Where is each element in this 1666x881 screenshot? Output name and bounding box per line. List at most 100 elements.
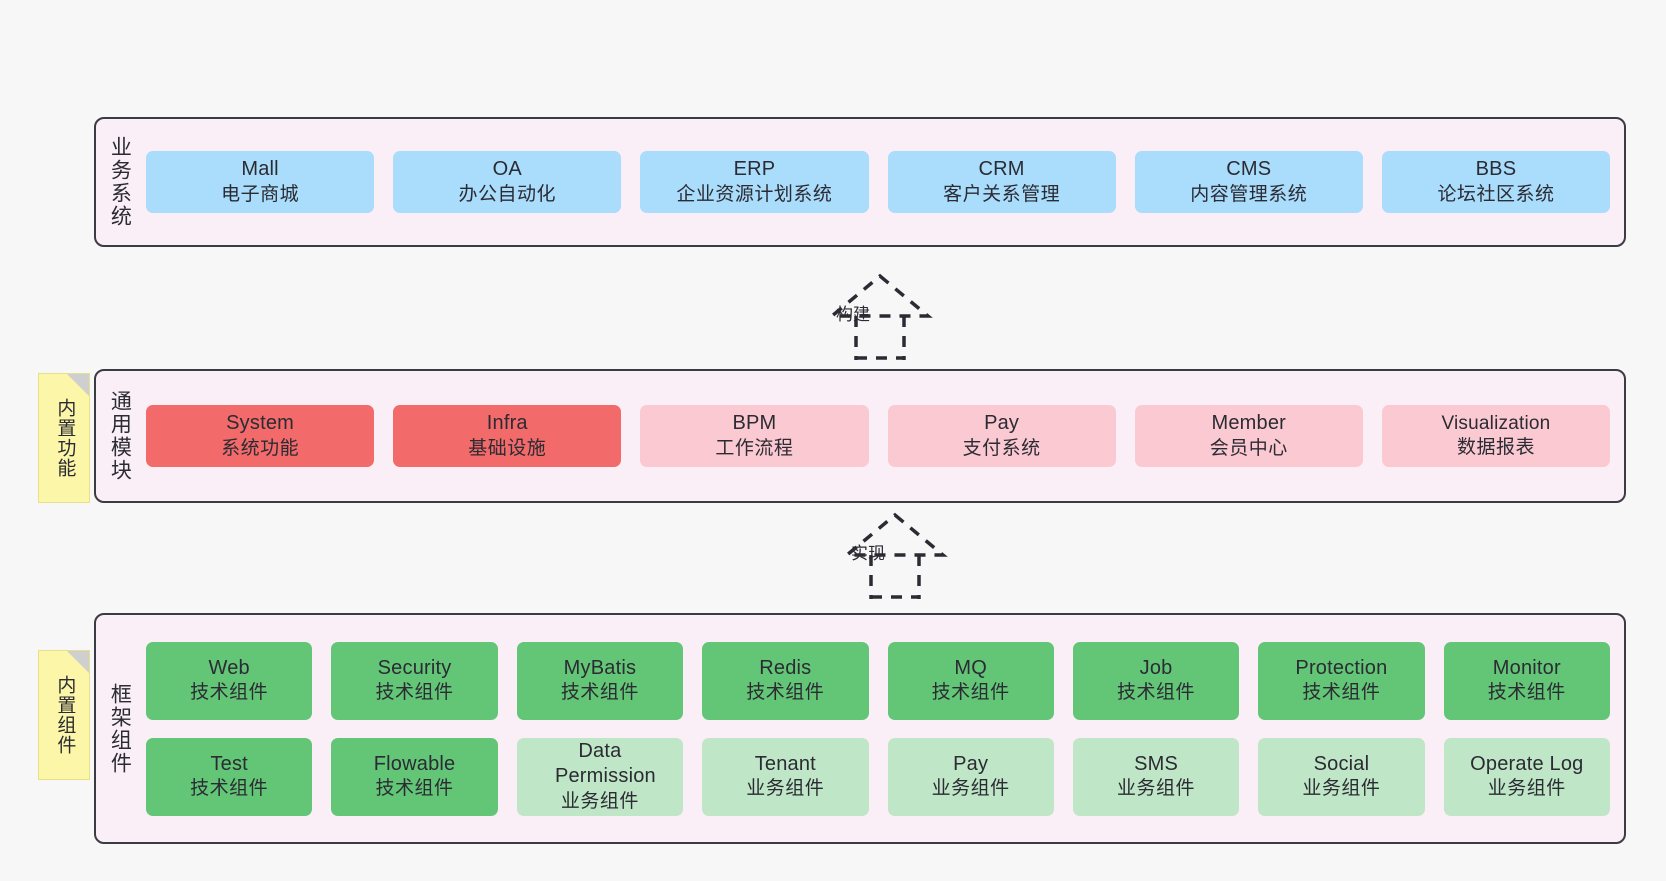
card-erp[interactable]: ERP 企业资源计划系统 bbox=[640, 151, 869, 213]
card-title-cn: 办公自动化 bbox=[458, 183, 557, 205]
connector-build-arrow bbox=[827, 273, 933, 360]
card-title-cn: 业务组件 bbox=[931, 778, 1010, 800]
card-job[interactable]: Job 技术组件 bbox=[1072, 641, 1240, 720]
card-cms[interactable]: CMS 内容管理系统 bbox=[1134, 151, 1363, 213]
card-monitor[interactable]: Monitor 技术组件 bbox=[1443, 641, 1610, 720]
card-title-en: Pay bbox=[953, 752, 989, 775]
card-title-cn: 技术组件 bbox=[375, 778, 454, 800]
card-title-en: Visualization bbox=[1441, 412, 1551, 434]
layer-framework-components: 框架组件 Web 技术组件 Security 技术组件 MyBatis 技术组件… bbox=[94, 613, 1626, 844]
card-mall[interactable]: Mall 电子商城 bbox=[146, 151, 375, 213]
card-operate-log[interactable]: Operate Log 业务组件 bbox=[1443, 737, 1610, 816]
sticky-note-builtin-components: 内置组件 bbox=[38, 650, 90, 780]
card-title-en: Redis bbox=[759, 656, 812, 679]
card-pay-component[interactable]: Pay 业务组件 bbox=[887, 737, 1054, 816]
card-title-cn: 业务组件 bbox=[1487, 778, 1566, 800]
card-title-cn: 支付系统 bbox=[962, 437, 1041, 459]
card-title-en: Web bbox=[208, 656, 250, 679]
card-title-en: System bbox=[226, 412, 295, 435]
card-title-cn: 电子商城 bbox=[221, 183, 300, 205]
card-title-cn: 系统功能 bbox=[221, 437, 300, 459]
card-title-cn: 企业资源计划系统 bbox=[676, 183, 833, 205]
card-title-cn: 会员中心 bbox=[1209, 437, 1288, 459]
connector-build: 构建 bbox=[800, 272, 960, 360]
layer-common-modules-body: System 系统功能 Infra 基础设施 BPM 工作流程 Pay 支付系统… bbox=[142, 371, 1624, 501]
card-title-en: Pay bbox=[984, 412, 1020, 435]
card-title-cn: 技术组件 bbox=[1487, 682, 1566, 704]
layer-framework-components-caption: 框架组件 bbox=[108, 682, 132, 775]
card-protection[interactable]: Protection 技术组件 bbox=[1258, 641, 1425, 720]
card-title-en: SMS bbox=[1134, 752, 1179, 775]
card-test[interactable]: Test 技术组件 bbox=[146, 737, 313, 816]
card-title-cn: 技术组件 bbox=[1302, 682, 1381, 704]
card-sms[interactable]: SMS 业务组件 bbox=[1072, 737, 1240, 816]
card-redis[interactable]: Redis 技术组件 bbox=[702, 641, 869, 720]
card-title-cn: 业务组件 bbox=[560, 790, 639, 812]
card-title-cn: 业务组件 bbox=[746, 778, 825, 800]
card-system[interactable]: System 系统功能 bbox=[146, 405, 375, 467]
card-infra[interactable]: Infra 基础设施 bbox=[393, 405, 622, 467]
card-web[interactable]: Web 技术组件 bbox=[146, 641, 313, 720]
card-title-en: MQ bbox=[954, 656, 987, 679]
layer-business-systems: 业务系统 Mall 电子商城 OA 办公自动化 ERP 企业资源计划系统 CRM… bbox=[94, 117, 1626, 247]
card-title-cn: 工作流程 bbox=[715, 437, 794, 459]
card-title-cn: 技术组件 bbox=[375, 682, 454, 704]
card-title-en: Operate Log bbox=[1470, 752, 1584, 775]
layer-business-systems-caption: 业务系统 bbox=[108, 136, 132, 228]
card-crm[interactable]: CRM 客户关系管理 bbox=[887, 151, 1116, 213]
card-title-en: BPM bbox=[732, 412, 777, 435]
card-title-cn: 论坛社区系统 bbox=[1437, 183, 1555, 205]
card-title-cn: 技术组件 bbox=[190, 778, 269, 800]
card-title-en: Flowable bbox=[373, 752, 456, 775]
card-security[interactable]: Security 技术组件 bbox=[331, 641, 498, 720]
card-title-en: Member bbox=[1211, 412, 1287, 435]
card-title-cn: 内容管理系统 bbox=[1190, 183, 1308, 205]
card-pay-module[interactable]: Pay 支付系统 bbox=[887, 405, 1116, 467]
layer-business-systems-body: Mall 电子商城 OA 办公自动化 ERP 企业资源计划系统 CRM 客户关系… bbox=[142, 119, 1624, 245]
card-flowable[interactable]: Flowable 技术组件 bbox=[331, 737, 498, 816]
card-title-cn: 业务组件 bbox=[1117, 778, 1196, 800]
card-oa[interactable]: OA 办公自动化 bbox=[393, 151, 622, 213]
card-row: Web 技术组件 Security 技术组件 MyBatis 技术组件 Redi… bbox=[146, 641, 1610, 720]
card-title-cn: 基础设施 bbox=[468, 437, 547, 459]
layer-common-modules-caption: 通用模块 bbox=[108, 390, 132, 482]
layer-framework-components-body: Web 技术组件 Security 技术组件 MyBatis 技术组件 Redi… bbox=[142, 615, 1624, 842]
card-title-cn: 技术组件 bbox=[746, 682, 825, 704]
card-title-en: OA bbox=[492, 158, 522, 181]
card-title-en: Data Permission bbox=[554, 739, 656, 788]
card-member[interactable]: Member 会员中心 bbox=[1134, 405, 1363, 467]
card-title-en: Tenant bbox=[754, 752, 816, 775]
card-title-en: CMS bbox=[1226, 158, 1272, 181]
card-title-en: BBS bbox=[1475, 158, 1517, 181]
connector-implement: 实现 bbox=[815, 511, 975, 599]
card-tenant[interactable]: Tenant 业务组件 bbox=[702, 737, 869, 816]
card-title-cn: 技术组件 bbox=[931, 682, 1010, 704]
card-title-en: Job bbox=[1139, 656, 1173, 679]
card-visualization[interactable]: Visualization 数据报表 bbox=[1381, 405, 1611, 467]
card-title-en: Infra bbox=[486, 412, 528, 435]
card-mybatis[interactable]: MyBatis 技术组件 bbox=[516, 641, 684, 720]
card-row: Mall 电子商城 OA 办公自动化 ERP 企业资源计划系统 CRM 客户关系… bbox=[146, 151, 1611, 213]
card-bbs[interactable]: BBS 论坛社区系统 bbox=[1381, 151, 1611, 213]
card-data-permission[interactable]: Data Permission 业务组件 bbox=[516, 737, 684, 816]
card-title-en: CRM bbox=[978, 158, 1025, 181]
card-title-en: Test bbox=[210, 752, 248, 775]
card-mq[interactable]: MQ 技术组件 bbox=[887, 641, 1054, 720]
sticky-note-label: 内置组件 bbox=[54, 675, 76, 755]
card-title-cn: 技术组件 bbox=[190, 682, 269, 704]
card-title-en: ERP bbox=[733, 158, 776, 181]
card-row: Test 技术组件 Flowable 技术组件 Data Permission … bbox=[146, 737, 1610, 816]
card-social[interactable]: Social 业务组件 bbox=[1258, 737, 1425, 816]
connector-implement-label: 实现 bbox=[851, 544, 885, 563]
card-title-en: MyBatis bbox=[563, 656, 637, 679]
card-title-cn: 技术组件 bbox=[1117, 682, 1196, 704]
card-title-cn: 客户关系管理 bbox=[943, 183, 1061, 205]
sticky-note-label: 内置功能 bbox=[54, 398, 76, 478]
card-title-en: Protection bbox=[1295, 656, 1388, 679]
card-row: System 系统功能 Infra 基础设施 BPM 工作流程 Pay 支付系统… bbox=[146, 405, 1611, 467]
card-title-cn: 技术组件 bbox=[560, 682, 639, 704]
card-bpm[interactable]: BPM 工作流程 bbox=[640, 405, 869, 467]
sticky-note-builtin-features: 内置功能 bbox=[38, 373, 90, 503]
layer-common-modules: 通用模块 System 系统功能 Infra 基础设施 BPM 工作流程 Pay… bbox=[94, 369, 1626, 503]
